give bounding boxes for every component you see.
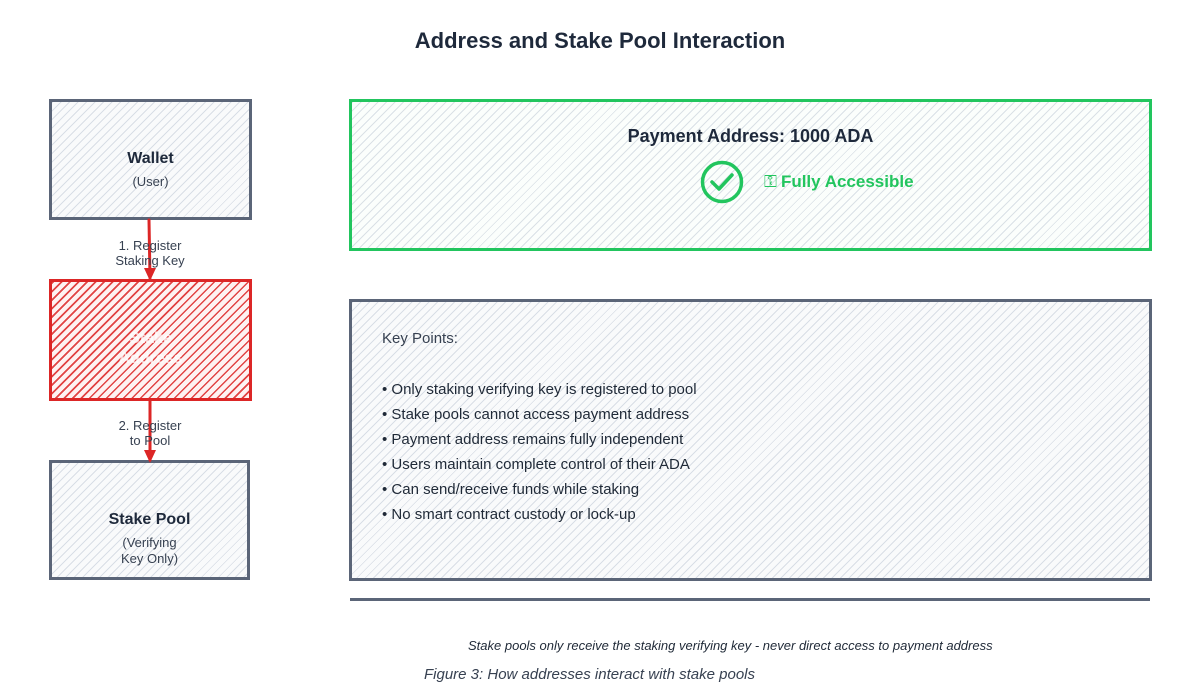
key-point-item: Can send/receive funds while staking [382,477,697,502]
payment-address-title: Payment Address: 1000 ADA [627,126,874,146]
access-status: ⚿Fully Accessible [764,172,914,192]
key-point-item: Users maintain complete control of their… [382,452,697,477]
key-points-list: Only staking verifying key is registered… [382,377,697,527]
stake-pool-node: Stake Pool (Verifying Key Only) [49,460,250,580]
key-point-item: No smart contract custody or lock-up [382,502,697,527]
status-glyph-icon: ⚿ [764,172,777,192]
payment-address-panel: Payment Address: 1000 ADA ⚿Fully Accessi… [349,99,1152,251]
access-status-text: Fully Accessible [780,172,914,191]
stake-address-title: Stake [129,330,172,347]
key-point-item: Stake pools cannot access payment addres… [382,402,697,427]
stake-address-node: Stake Address [49,279,252,401]
page-title: Address and Stake Pool Interaction [414,28,786,53]
key-points-panel: Key Points: Only staking verifying key i… [349,299,1152,581]
figure-caption: Figure 3: How addresses interact with st… [424,666,755,683]
edge-label-register-key-line2: Staking Key [115,253,185,268]
edge-label-register-pool-line2: to Pool [129,433,171,448]
stake-pool-subtitle-line1: (Verifying [122,535,177,550]
edge-label-register-key: 1. Register Staking Key [80,238,220,268]
wallet-node: Wallet (User) [49,99,252,220]
edge-label-register-pool-line1: 2. Register [118,418,182,433]
key-point-item: Only staking verifying key is registered… [382,377,696,402]
stake-pool-subtitle-line2: Key Only) [120,551,179,566]
wallet-subtitle: (User) [132,174,169,189]
edge-label-register-pool: 2. Register to Pool [80,418,220,448]
stake-pool-title: Stake Pool [108,511,191,528]
check-circle-icon [700,160,744,204]
edge-label-register-key-line1: 1. Register [118,238,182,253]
wallet-title: Wallet [127,150,174,167]
divider-line [350,598,1150,601]
footnote: Stake pools only receive the staking ver… [468,638,993,653]
stake-address-title-line2: Address [118,350,183,367]
key-point-item: Payment address remains fully independen… [382,427,697,452]
key-points-heading: Key Points: [382,330,458,347]
